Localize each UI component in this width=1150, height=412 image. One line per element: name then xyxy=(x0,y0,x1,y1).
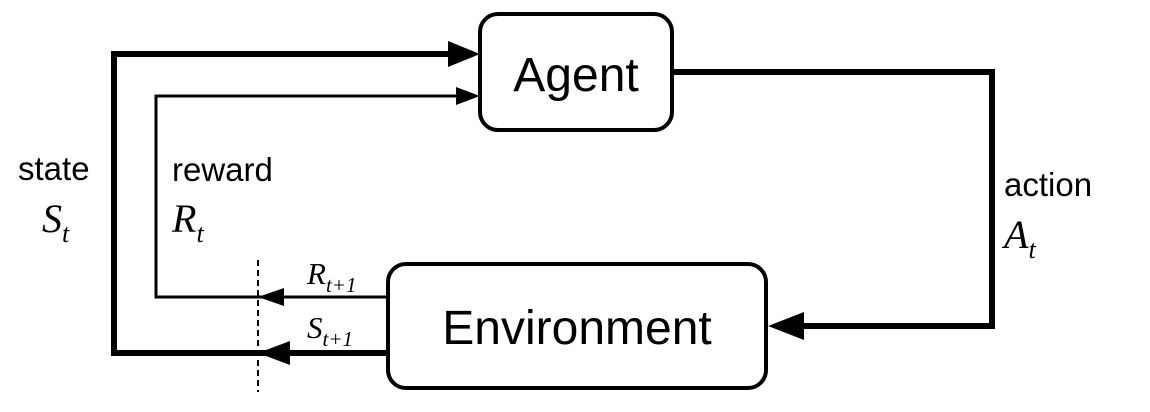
state-label: state St xyxy=(18,150,90,248)
state-subscript: t xyxy=(62,219,70,248)
reward-feedback-arrow xyxy=(154,87,480,306)
next-state-subscript: t+1 xyxy=(323,327,354,351)
state-word: state xyxy=(18,150,90,187)
reward-subscript: t xyxy=(196,219,204,248)
action-subscript: t xyxy=(1028,235,1036,264)
reward-arrowhead xyxy=(258,288,284,306)
environment-label: Environment xyxy=(442,302,711,355)
next-state-symbol: S xyxy=(307,310,323,345)
environment-node: Environment xyxy=(386,262,768,390)
next-reward-label: Rt+1 xyxy=(306,256,356,297)
agent-node: Agent xyxy=(478,12,674,132)
state-symbol: S xyxy=(42,196,62,241)
next-reward-subscript: t+1 xyxy=(326,273,357,297)
action-symbol: A xyxy=(1001,212,1029,257)
svg-text:At: At xyxy=(1001,212,1036,264)
action-label: action At xyxy=(1001,166,1092,264)
svg-text:Rt: Rt xyxy=(171,196,204,248)
next-reward-symbol: R xyxy=(306,256,326,291)
reward-symbol: R xyxy=(171,196,196,241)
reward-word: reward xyxy=(172,151,273,188)
agent-label: Agent xyxy=(513,49,638,102)
action-word: action xyxy=(1004,166,1092,203)
state-arrowhead xyxy=(258,341,290,365)
action-arrow xyxy=(672,69,995,340)
reward-label: reward Rt xyxy=(171,151,273,248)
next-state-label: St+1 xyxy=(307,310,353,351)
svg-text:St: St xyxy=(42,196,70,248)
state-feedback-arrow xyxy=(111,41,480,365)
